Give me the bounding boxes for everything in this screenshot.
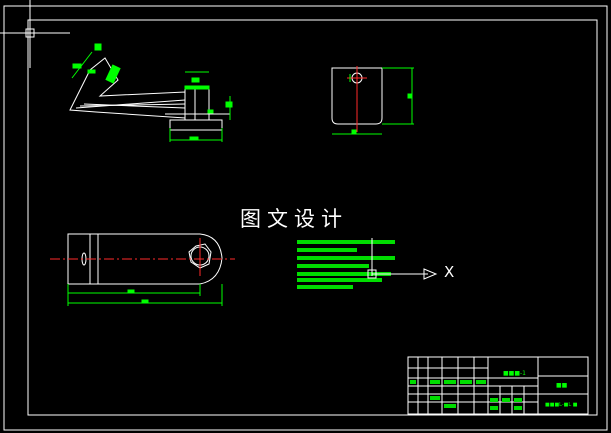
technical-notes	[297, 240, 395, 289]
title-scale: ■■■L-■L ■	[545, 402, 578, 408]
drawing-frame	[3, 5, 608, 431]
end-view[interactable]	[331, 66, 414, 135]
title-material: ■■	[556, 382, 568, 389]
title-part-name: ■■■-1	[503, 370, 526, 377]
title-block[interactable]	[407, 356, 589, 415]
crosshair-cursor-icon[interactable]	[0, 0, 70, 68]
ucs-x-label: X	[444, 263, 455, 281]
top-view[interactable]	[50, 233, 235, 306]
ucs-axis-icon	[367, 238, 438, 280]
side-view[interactable]	[69, 43, 233, 142]
